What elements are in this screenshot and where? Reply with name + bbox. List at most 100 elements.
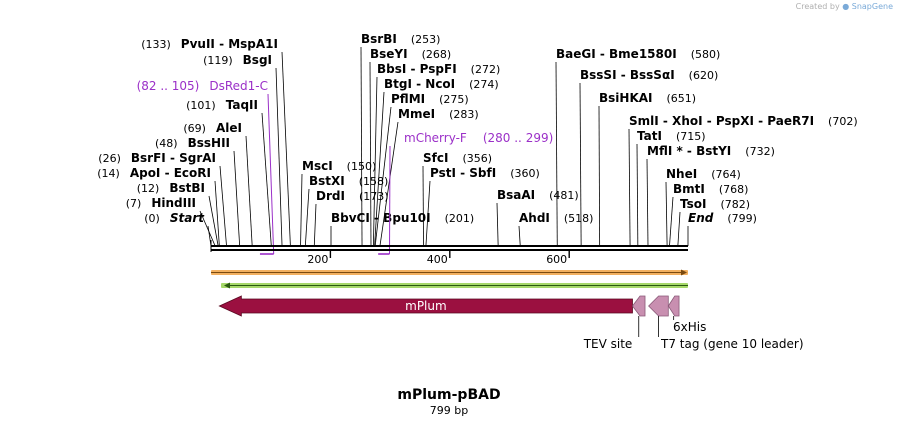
enzyme-name: End: [688, 211, 714, 225]
enzyme-site: PstI - SbfI (360): [425, 166, 540, 247]
enzyme-name: TsoI: [680, 197, 706, 211]
enzyme-site: ApoI - EcoRI(14): [97, 166, 220, 247]
enzyme-cut-line: [281, 51, 291, 247]
enzyme-site: End (799): [687, 211, 757, 246]
enzyme-name: BstBI: [169, 181, 205, 195]
feature: TEV site: [583, 295, 646, 351]
enzyme-position: (26): [98, 152, 121, 165]
ruler-tick-label: 400: [427, 253, 448, 266]
enzyme-site: BsgI (119): [203, 53, 283, 247]
enzyme-name: PflMI: [391, 92, 425, 106]
enzyme-position: (119): [203, 54, 233, 67]
enzyme-site: BtgI - NcoI(274): [374, 77, 499, 247]
enzyme-cut-line: [275, 67, 283, 247]
enzyme-cut-line: [636, 143, 639, 247]
enzyme-cut-line: [422, 165, 424, 247]
enzyme-cut-line: [219, 165, 227, 247]
enzyme-position: (274): [469, 78, 499, 91]
enzyme-name: SfcI: [423, 151, 448, 165]
enzyme-name: Start: [170, 211, 205, 225]
enzyme-position: (782): [720, 198, 750, 211]
enzyme-site: BssHII (48): [155, 136, 241, 247]
enzyme-name: MscI: [302, 159, 333, 173]
enzyme-position: (7): [126, 197, 142, 210]
enzyme-site: BseYI(268): [369, 47, 451, 247]
primer-sites: DsRed1-C(82 .. 105)mCherry-F(280 .. 299): [137, 79, 553, 255]
feature: mPlum: [218, 295, 633, 317]
enzyme-site: MflI * - BstYI(732): [646, 144, 775, 247]
enzyme-name: TaqII: [226, 98, 258, 112]
snapgene-logo-icon: ●: [842, 2, 850, 11]
enzyme-name: DrdI: [316, 189, 345, 203]
enzyme-name: NheI: [666, 167, 697, 181]
primer-site: mCherry-F (280 .. 299): [378, 131, 553, 255]
enzyme-site: AleI(69): [183, 121, 253, 247]
enzyme-site: SfcI(356): [422, 151, 492, 247]
enzyme-position: (14): [97, 167, 120, 180]
enzyme-site: BaeGI - Bme1580I (580): [555, 47, 721, 247]
enzyme-position: (12): [137, 182, 160, 195]
enzyme-name: AleI: [216, 121, 242, 135]
enzyme-position: (764): [711, 168, 741, 181]
enzyme-site: TatI(715): [636, 129, 706, 247]
enzyme-name: BaeGI - Bme1580I: [556, 47, 677, 61]
feature-arrow: [631, 295, 646, 317]
enzyme-cut-line: [628, 128, 631, 247]
ruler-tick-label: 600: [546, 253, 567, 266]
enzyme-site: BsrBI(253): [360, 32, 441, 247]
plasmid-length: 799 bp: [430, 404, 468, 417]
primer-range: (82 .. 105): [137, 79, 200, 93]
enzyme-site: AhdI(518): [518, 211, 594, 247]
enzyme-position: (173): [359, 190, 389, 203]
enzyme-position: (580): [691, 48, 721, 61]
enzyme-cut-line: [374, 106, 392, 247]
enzyme-name: BbvCI - Bpu10I: [331, 211, 431, 225]
plasmid-name: mPlum-pBAD: [397, 387, 500, 403]
enzyme-position: (651): [667, 92, 697, 105]
enzyme-position: (48): [155, 137, 178, 150]
enzyme-site: BsrFI - SgrAI (26): [98, 151, 227, 247]
enzyme-cut-line: [579, 82, 582, 247]
enzyme-name: PvuII - MspA1I: [181, 37, 278, 51]
enzyme-site: BmtI(768): [669, 182, 749, 247]
primer-range: (280 .. 299): [483, 131, 553, 145]
enzyme-cut-line: [598, 105, 601, 247]
enzyme-position: (702): [828, 115, 858, 128]
feature-label: TEV site: [583, 337, 633, 351]
enzyme-position: (253): [411, 33, 441, 46]
enzyme-cut-line: [496, 202, 499, 247]
enzyme-name: PstI - SbfI: [430, 166, 496, 180]
primer-name: mCherry-F: [404, 131, 467, 145]
enzyme-name: MflI * - BstYI: [647, 144, 731, 158]
enzyme-cut-line: [360, 46, 363, 247]
feature-arrow: [667, 295, 680, 317]
enzyme-name: BsrFI - SgrAI: [131, 151, 216, 165]
enzyme-site: MmeI(283): [379, 107, 479, 247]
enzyme-cut-line: [208, 195, 219, 247]
enzyme-position: (101): [186, 99, 216, 112]
enzyme-site: BstXI(158): [304, 174, 388, 247]
enzyme-name: BssHII: [188, 136, 230, 150]
enzyme-site: BsiHKAI(651): [598, 91, 697, 247]
enzyme-cut-line: [233, 150, 241, 247]
enzyme-site: TsoI (782): [677, 197, 750, 247]
enzyme-cut-line: [214, 180, 220, 247]
enzyme-position: (799): [727, 212, 757, 225]
enzyme-position: (275): [439, 93, 469, 106]
enzyme-position: (768): [719, 183, 749, 196]
enzyme-cut-line: [379, 121, 399, 247]
enzyme-cut-line: [372, 76, 378, 247]
enzyme-name: BbsI - PspFI: [377, 62, 457, 76]
enzyme-name: BsgI: [243, 53, 272, 67]
enzyme-cut-line: [199, 210, 216, 247]
enzyme-position: (360): [510, 167, 540, 180]
enzyme-sites: Start(0)HindIII(7)BstBI(12)ApoI - EcoRI(…: [97, 32, 858, 247]
enzyme-site: PflMI (275): [374, 92, 469, 247]
enzyme-name: SmlI - XhoI - PspXI - PaeR7I: [629, 114, 814, 128]
enzyme-name: TatI: [637, 129, 662, 143]
enzyme-site: PvuII - MspA1I(133): [141, 37, 291, 247]
enzyme-position: (518): [564, 212, 594, 225]
